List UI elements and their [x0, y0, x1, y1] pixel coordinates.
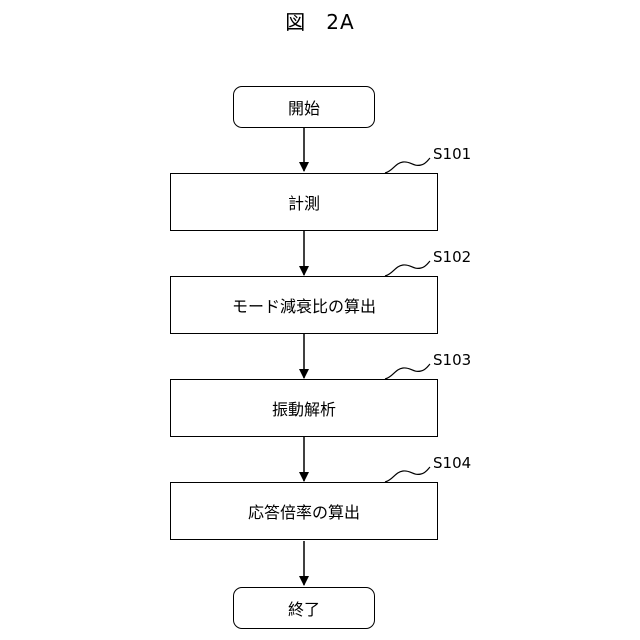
start-terminal: 開始	[233, 86, 375, 128]
end-label: 終了	[288, 596, 320, 620]
step-id-s102: S102	[433, 248, 471, 266]
leader-line-s101	[385, 158, 430, 173]
process-box-s104: 応答倍率の算出	[170, 482, 438, 540]
start-label: 開始	[288, 95, 320, 119]
process-label-s104: 応答倍率の算出	[248, 499, 360, 523]
process-box-s101: 計測	[170, 173, 438, 231]
process-label-s101: 計測	[288, 190, 320, 214]
step-id-s104: S104	[433, 454, 471, 472]
leader-line-s104	[385, 467, 430, 482]
process-label-s102: モード減衰比の算出	[232, 293, 376, 317]
end-terminal: 終了	[233, 587, 375, 629]
step-id-s103: S103	[433, 351, 471, 369]
process-box-s103: 振動解析	[170, 379, 438, 437]
step-id-s101: S101	[433, 145, 471, 163]
process-box-s102: モード減衰比の算出	[170, 276, 438, 334]
process-label-s103: 振動解析	[272, 396, 336, 420]
leader-line-s103	[385, 364, 430, 379]
leader-line-s102	[385, 261, 430, 276]
